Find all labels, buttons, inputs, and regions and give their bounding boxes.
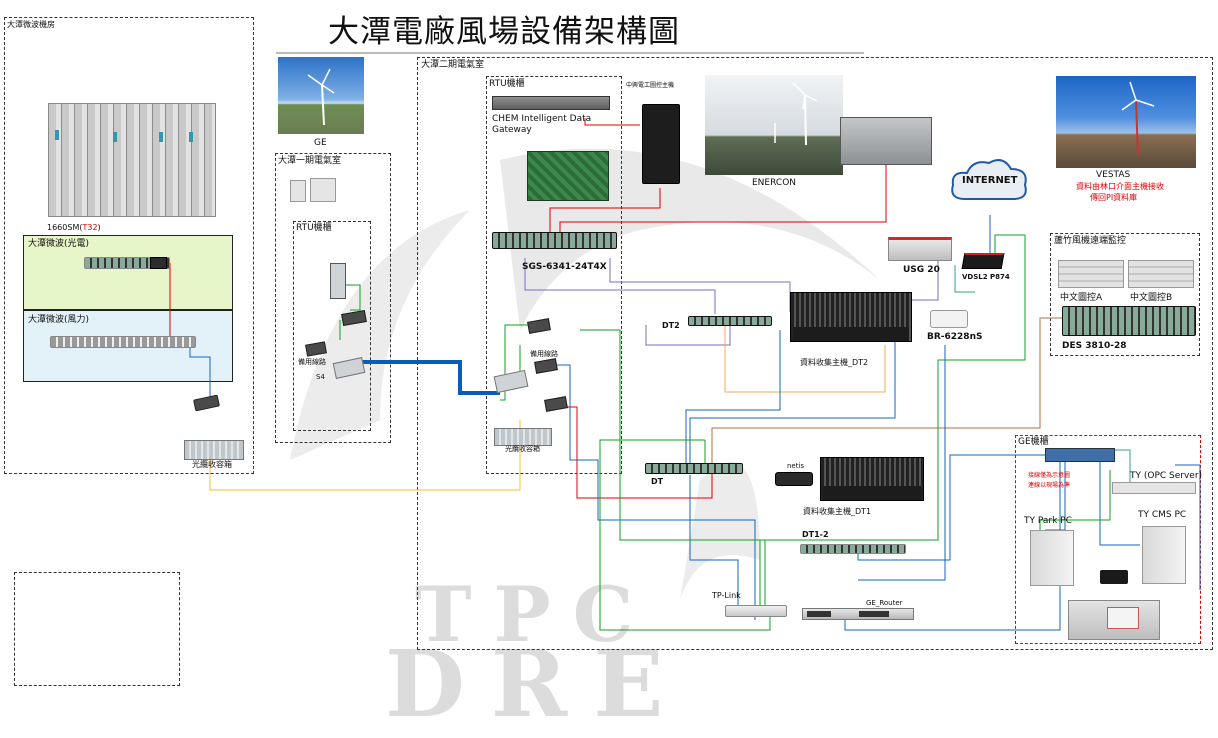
dt1-2-switch (800, 544, 906, 554)
enercon-server-rack (840, 117, 932, 165)
dt2-data-host (790, 292, 912, 342)
s4-label: S4 (316, 373, 325, 381)
phase1-room-zone (275, 153, 391, 443)
phase1-switch-b (310, 178, 336, 202)
ge-photo-label: GE (314, 138, 327, 148)
backup-line-right-label: 備用線路 (530, 350, 558, 358)
sm1660-chassis (48, 103, 216, 217)
chinese-ctrl-a-label: 中文圖控A (1060, 293, 1103, 303)
chem-gateway-label: CHEM Intelligent Data Gateway (492, 114, 592, 135)
dt2-switch (688, 316, 772, 326)
br-router-device (930, 310, 968, 328)
fiber-box-left (184, 440, 244, 460)
fiber-switch-module (150, 257, 167, 269)
chinese-ctrl-b-label: 中文圖控B (1130, 293, 1173, 303)
vestas-label: VESTAS (1096, 170, 1131, 180)
sm1660-label-close: ) (97, 223, 101, 232)
control-host-pc (642, 104, 680, 184)
sgs-switch-device (492, 232, 617, 249)
rtu-industrial-switch (330, 263, 346, 299)
sm1660-label-red: T32 (82, 223, 98, 232)
title-underline (276, 52, 864, 54)
rtu-cabinet-left-label: RTU機櫃 (296, 223, 332, 233)
vdsl-label: VDSL2 P874 (962, 273, 1010, 281)
usg20-firewall (888, 237, 952, 261)
sm1660-label: 1660SM(T32) (47, 222, 101, 233)
dt1-2-label: DT1-2 (802, 530, 829, 539)
dt1-data-host-label: 資料收集主機_DT1 (803, 507, 872, 516)
ty-cms-pc (1142, 526, 1186, 584)
ge-turbine-photo (278, 57, 364, 134)
enercon-turbines-icon (774, 82, 818, 146)
microwave-room-label: 大潭微波機房 (7, 20, 55, 29)
br-router-label: BR-6228nS (927, 332, 983, 342)
ge-router-label: GE_Router (866, 599, 903, 607)
sm1660-label-text: 1660SM( (47, 223, 83, 232)
dt-switch (645, 463, 743, 474)
tplink-switch (725, 605, 787, 617)
usg20-label: USG 20 (903, 265, 940, 275)
ge-small-device (1100, 570, 1128, 584)
ty-opc-server (1112, 482, 1196, 494)
rtu-cabinet-right (486, 76, 622, 474)
remote-monitor-label: 蘆竹風機遠端監控 (1054, 236, 1127, 246)
fiber-box-right (494, 428, 552, 446)
rtu-cabinet-left (293, 221, 371, 431)
ty-park-label: TY Park PC (1024, 516, 1072, 526)
tplink-label: TP-Link (712, 591, 741, 600)
ty-opc-label: TY (OPC Server) (1130, 471, 1203, 481)
wind-switch (50, 336, 196, 348)
dt2-data-host-label: 資料收集主機_DT2 (800, 358, 869, 367)
netis-switch (775, 472, 813, 486)
chinese-ctrl-a-pc (1058, 260, 1124, 288)
control-host-label: 中興電工圖控主機 (626, 82, 675, 89)
turbine-icon (307, 68, 335, 126)
internet-cloud-icon (951, 159, 1027, 200)
enercon-photo (705, 75, 843, 175)
fiber-switch (84, 257, 170, 269)
dt1-data-host (820, 457, 924, 501)
ty-park-pc (1030, 530, 1074, 586)
vestas-note-line2: 傳回PI資料庫 (1090, 193, 1138, 202)
vdsl-modem (961, 253, 1005, 269)
des-switch-device (1062, 306, 1196, 336)
vestas-turbine-icon (1121, 81, 1155, 157)
vestas-photo (1056, 76, 1196, 168)
ge-router-device (802, 608, 914, 620)
phase1-room-label: 大潭一期電氣室 (278, 156, 342, 166)
remote-monitor-zone (1050, 233, 1200, 356)
backup-line-left-label: 備用線路 (298, 358, 326, 366)
ge-note-line1: 接線僅為示意圖 (1028, 472, 1071, 479)
enercon-label: ENERCON (752, 178, 797, 188)
des-switch-label: DES 3810-28 (1062, 341, 1127, 351)
phase2-room-label: 大潭二期電氣室 (421, 60, 485, 70)
fiber-box-right-label: 光纜收容箱 (505, 445, 540, 453)
chinese-ctrl-b-pc (1128, 260, 1194, 288)
fiber-box-left-label: 光纜收容箱 (192, 460, 232, 469)
ty-cms-label: TY CMS PC (1138, 510, 1187, 520)
ge-note-line2: 連線以現場為準 (1028, 482, 1071, 489)
ge-cabinet-photo (1068, 600, 1160, 640)
wind-zone-label: 大潭微波(風力) (28, 315, 90, 325)
internet-label: INTERNET (962, 175, 1018, 186)
page-title: 大潭電廠風場設備架構圖 (328, 14, 680, 50)
microwave-room-zone (4, 17, 254, 474)
netis-label: netis (787, 462, 805, 470)
vestas-note-line1: 資料由林口介面主機接收 (1076, 182, 1164, 191)
ge-switch (1045, 448, 1115, 462)
dre-watermark: DRE (385, 630, 690, 738)
tpc-watermark: TPC (415, 570, 656, 659)
sgs-switch-label: SGS-6341-24T4X (522, 262, 607, 272)
ge-cabinet-label: GE機櫃 (1018, 437, 1049, 447)
rtu-circuit-board (527, 151, 609, 201)
fiber-zone-label: 大潭微波(光電) (28, 239, 90, 249)
phase2-room-zone (417, 57, 1213, 650)
chem-gateway-device (492, 96, 610, 110)
empty-legend-box (14, 572, 180, 686)
phase1-switch-a (290, 180, 306, 202)
dt-label: DT (651, 477, 664, 486)
dt2-label: DT2 (662, 321, 680, 330)
rtu-cabinet-right-label: RTU機櫃 (489, 79, 525, 89)
fiber-zone (23, 235, 233, 310)
